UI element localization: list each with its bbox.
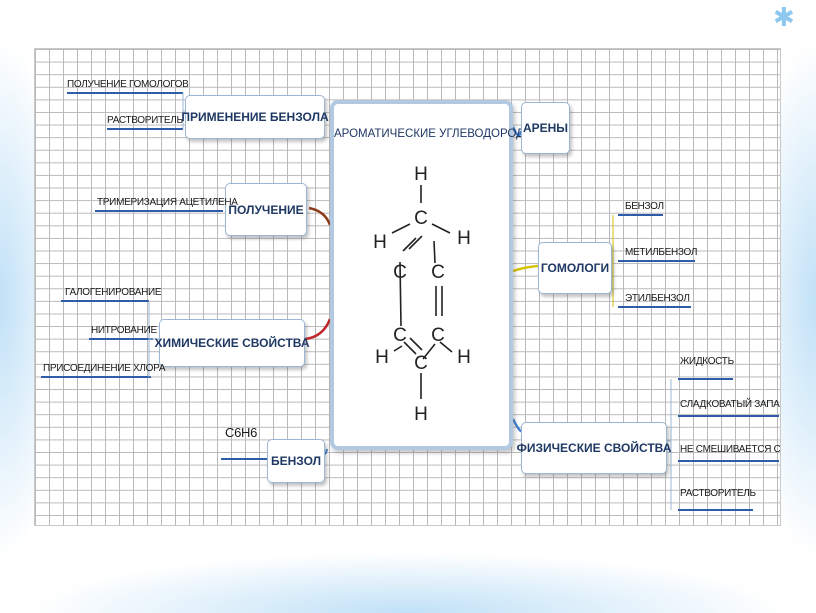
topic-khimicheskie-svoystva[interactable]: ХИМИЧЕСКИЕ СВОЙСТВА (154, 319, 310, 367)
topic-primenenie-benzola[interactable]: ПРИМЕНЕНИЕ БЕНЗОЛА (181, 95, 329, 139)
central-topic: АРОМАТИЧЕСКИЕ УГЛЕВОДОРОДЫ (330, 100, 535, 450)
leaf-rastvoritel-fiz: РАСТВОРИТЕЛЬ (680, 488, 756, 499)
leaf-c6h6: C6H6 (225, 425, 258, 440)
sparkle-decoration: ✱ (773, 2, 795, 32)
leaf-trimerizatsiya-atsetilena: ТРИМЕРИЗАЦИЯ АЦЕТИЛЕНА (97, 197, 238, 208)
leaf-zhidkost: ЖИДКОСТЬ (680, 356, 734, 367)
atom-c: C (393, 262, 407, 283)
topic-fizicheskie-svoystva[interactable]: ФИЗИЧЕСКИЕ СВОЙСТВА (517, 422, 671, 474)
mind-map-canvas: АРОМАТИЧЕСКИЕ УГЛЕВОДОРОДЫ (34, 48, 781, 526)
atom-c: C (414, 353, 428, 374)
atom-h: H (373, 232, 387, 253)
leaf-rastvoritel: РАСТВОРИТЕЛЬ (107, 115, 183, 126)
benzene-structure-image: H C H H C C C C H H C H (368, 156, 476, 440)
atom-h: H (457, 228, 471, 249)
leaf-prisoedinenie-khlora: ПРИСОЕДИНЕНИЕ ХЛОРА (43, 363, 166, 374)
leaf-ne-smeshivaetsya-s-vodoy: НЕ СМЕШИВАЕТСЯ С ВОДОЙ (680, 444, 781, 455)
leaf-metilbenzol: МЕТИЛБЕНЗОЛ (625, 247, 698, 258)
topic-poluchenie[interactable]: ПОЛУЧЕНИЕ (225, 183, 307, 236)
atom-h: H (375, 347, 389, 368)
leaf-sladkovatyy-zapakh: СЛАДКОВАТЫЙ ЗАПАХ (680, 399, 781, 410)
leaf-benzol: БЕНЗОЛ (625, 201, 664, 212)
topic-gomologi[interactable]: ГОМОЛОГИ (538, 242, 612, 294)
atom-c: C (431, 325, 445, 346)
leaf-nitrovanie: НИТРОВАНИЕ (91, 325, 157, 336)
atom-c: C (393, 325, 407, 346)
atom-h: H (414, 404, 428, 425)
topic-areny[interactable]: АРЕНЫ (521, 102, 570, 154)
leaf-etilbenzol: ЭТИЛБЕНЗОЛ (625, 293, 690, 304)
atom-h: H (457, 347, 471, 368)
leaf-galogenirovanie: ГАЛОГЕНИРОВАНИЕ (65, 287, 162, 298)
benzene-structural-formula: H C H H C C C C H H C H (373, 164, 471, 425)
central-topic-title: АРОМАТИЧЕСКИЕ УГЛЕВОДОРОДЫ (334, 128, 535, 140)
atom-c: C (414, 208, 428, 229)
leaf-poluchenie-gomologov: ПОЛУЧЕНИЕ ГОМОЛОГОВ (67, 79, 189, 90)
topic-benzol[interactable]: БЕНЗОЛ (267, 439, 325, 483)
atom-c: C (431, 262, 445, 283)
atom-h: H (414, 164, 428, 185)
connector-lines (41, 92, 779, 511)
